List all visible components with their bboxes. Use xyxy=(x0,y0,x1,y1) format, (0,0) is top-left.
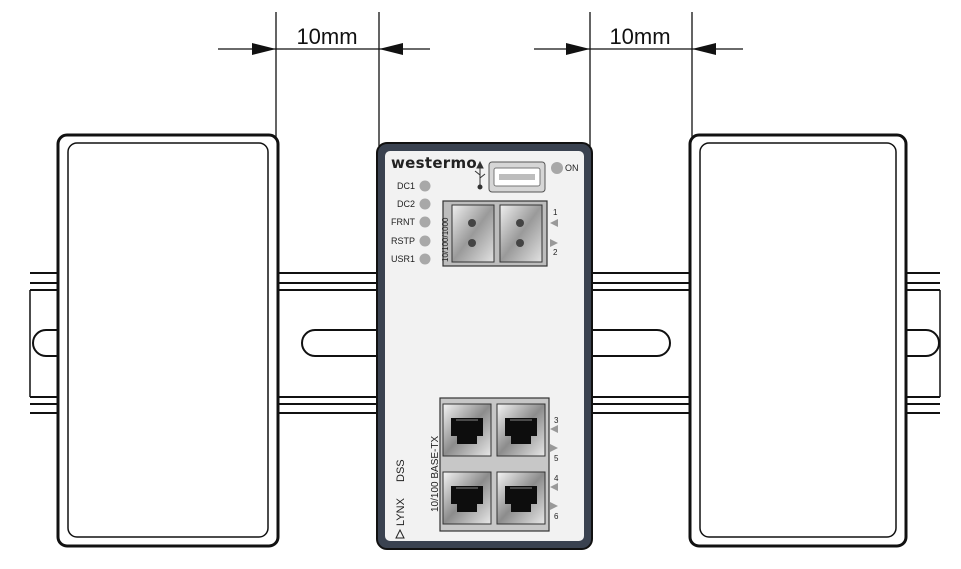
copper-ports-block xyxy=(439,397,550,532)
sfp-port-1[interactable] xyxy=(451,204,495,263)
usb-icon xyxy=(474,160,486,190)
rj45-port-4[interactable] xyxy=(505,418,537,444)
switch-device: westermo ON DC1 DC2 FRNT RSTP USR1 xyxy=(376,142,593,550)
rj45-port-6[interactable] xyxy=(505,486,537,512)
dimension-left-gap xyxy=(218,12,430,146)
model-variant: DSS xyxy=(395,459,407,482)
sfp-block xyxy=(442,200,548,267)
copper-port-number: 3 xyxy=(554,416,559,425)
neighbor-module-left xyxy=(56,133,280,548)
status-led xyxy=(419,216,431,228)
neighbor-module-right xyxy=(688,133,908,548)
link-led xyxy=(550,425,558,433)
lynx-logo-triangle-icon xyxy=(395,528,405,539)
led-label: FRNT xyxy=(391,217,415,227)
led-label: DC2 xyxy=(397,199,415,209)
status-led xyxy=(419,180,431,192)
rj45-port-3[interactable] xyxy=(451,418,483,444)
power-label: ON xyxy=(565,163,579,173)
sfp-port-2[interactable] xyxy=(499,204,543,263)
status-led xyxy=(419,198,431,210)
dimension-label-right: 10mm xyxy=(609,24,670,49)
model-name: LYNX xyxy=(395,497,407,526)
link-led xyxy=(550,239,558,247)
link-led xyxy=(550,219,558,227)
copper-port-number: 6 xyxy=(554,512,559,521)
brand-logo: westermo xyxy=(391,154,477,172)
copper-port-number: 4 xyxy=(554,474,559,483)
power-led xyxy=(551,162,563,174)
status-led xyxy=(419,253,431,265)
led-label: USR1 xyxy=(391,254,415,264)
dimension-right-gap xyxy=(534,12,743,146)
copper-speed-label: 10/100 BASE-TX xyxy=(430,436,441,512)
link-led xyxy=(550,483,558,491)
status-led xyxy=(419,235,431,247)
led-label: RSTP xyxy=(391,236,415,246)
dimension-label-left: 10mm xyxy=(296,24,357,49)
copper-port-number: 5 xyxy=(554,454,559,463)
link-led xyxy=(550,502,558,510)
rj45-port-5[interactable] xyxy=(451,486,483,512)
led-label: DC1 xyxy=(397,181,415,191)
sfp-port-number: 1 xyxy=(553,208,558,217)
usb-port[interactable] xyxy=(488,161,546,193)
sfp-speed-label: 10/100/1000 xyxy=(441,217,450,262)
link-led xyxy=(550,444,558,452)
sfp-port-number: 2 xyxy=(553,248,558,257)
led-panel: DC1 DC2 FRNT RSTP USR1 xyxy=(391,180,431,265)
